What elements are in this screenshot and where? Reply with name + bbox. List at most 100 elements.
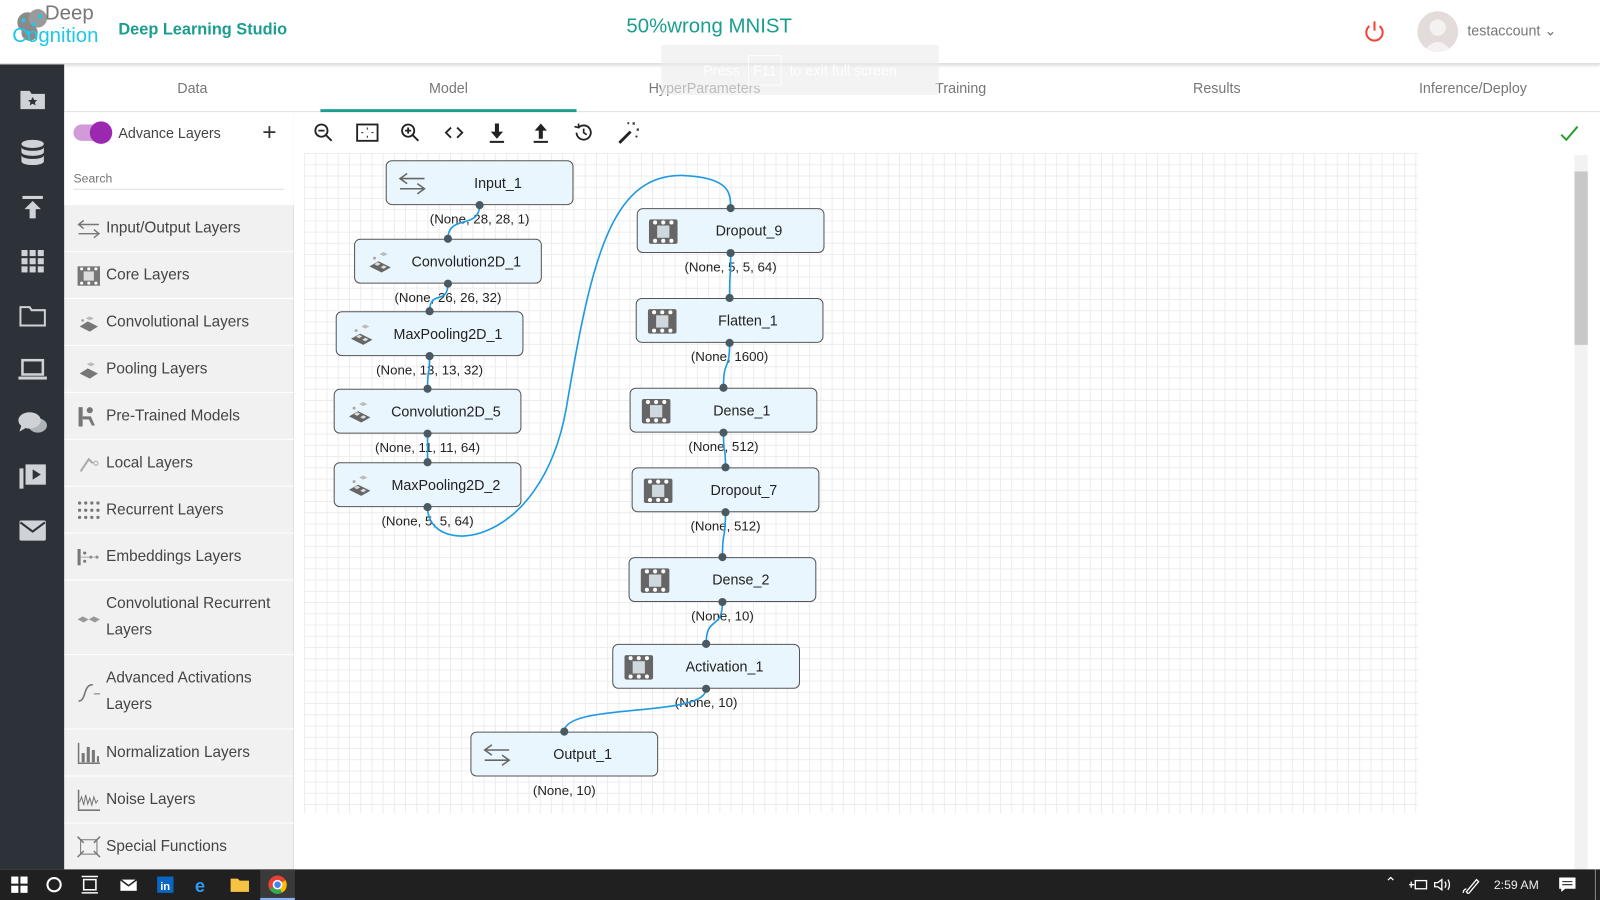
layer-category-local-layers[interactable]: Local Layers xyxy=(64,440,294,487)
tab-training[interactable]: Training xyxy=(935,79,987,96)
layer-node-label: Dropout_7 xyxy=(710,481,778,498)
toast-text: Press xyxy=(703,61,740,79)
output-shape-label: (None, 1600) xyxy=(690,348,769,365)
layer-node-input_1[interactable]: Input_1 xyxy=(385,160,574,206)
output-shape-label: (None, 26, 26, 32) xyxy=(394,289,502,306)
layer-node-convolution2d_5[interactable]: Convolution2D_5 xyxy=(333,388,522,434)
layer-node-flatten_1[interactable]: Flatten_1 xyxy=(635,297,824,343)
apps-grid-icon[interactable] xyxy=(17,247,48,276)
show-hidden-icons[interactable]: ⌃ xyxy=(1384,874,1397,891)
windows-taskbar: in e ⌃ 2:59 AM xyxy=(0,869,1600,900)
layer-category-label: Pre-Trained Models xyxy=(106,406,240,424)
layer-category-pre-trained-models[interactable]: Pre-Trained Models xyxy=(64,393,294,440)
layer-category-input-output-layers[interactable]: Input/Output Layers xyxy=(64,205,294,253)
output-shape-label: (None, 10) xyxy=(532,782,596,798)
layer-category-recurrent-layers[interactable]: Recurrent Layers xyxy=(64,487,294,534)
folder-icon[interactable] xyxy=(17,301,48,330)
tab-inference-deploy[interactable]: Inference/Deploy xyxy=(1418,79,1527,96)
download-icon[interactable] xyxy=(485,120,509,144)
layer-category-convolutional-recurrent-layers[interactable]: Convolutional Recurrent Layers xyxy=(64,581,294,656)
layer-category-label: Pooling Layers xyxy=(106,359,208,378)
layer-category-embeddings-layers[interactable]: Embeddings Layers xyxy=(64,534,294,581)
core-layer-icon xyxy=(77,265,100,286)
layer-search-input[interactable] xyxy=(73,167,284,190)
tab-results[interactable]: Results xyxy=(1193,79,1241,96)
convolution-icon xyxy=(351,324,373,345)
pretrained-icon xyxy=(78,406,95,427)
layer-node-activation_1[interactable]: Activation_1 xyxy=(612,643,800,689)
bar-chart-icon xyxy=(77,742,100,764)
layer-node-label: MaxPooling2D_2 xyxy=(391,476,501,493)
layer-category-convolutional-layers[interactable]: Convolutional Layers xyxy=(64,299,294,346)
layer-category-core-layers[interactable]: Core Layers xyxy=(64,252,294,299)
layer-category-special-functions[interactable]: Special Functions xyxy=(64,823,294,871)
canvas-toolbar xyxy=(294,112,1600,154)
windows-start-icon[interactable] xyxy=(9,876,29,894)
layer-category-advanced-activations-layers[interactable]: Advanced Activations Layers xyxy=(64,655,294,730)
chrome-taskbar-button[interactable] xyxy=(260,869,295,900)
task-view-icon[interactable] xyxy=(80,875,100,894)
zoom-out-icon[interactable] xyxy=(311,120,335,144)
layer-category-pooling-layers[interactable]: Pooling Layers xyxy=(64,346,294,393)
layer-category-noise-layers[interactable]: Noise Layers xyxy=(64,777,294,824)
history-icon[interactable] xyxy=(571,120,595,144)
layer-node-label: Dropout_9 xyxy=(715,222,783,239)
search-cortana-icon[interactable] xyxy=(44,876,64,894)
layer-node-dropout_9[interactable]: Dropout_9 xyxy=(636,208,825,254)
avatar[interactable] xyxy=(1417,11,1459,53)
output-shape-label: (None, 512) xyxy=(690,518,761,534)
database-icon[interactable] xyxy=(17,139,48,168)
layer-node-maxpooling2d_2[interactable]: MaxPooling2D_2 xyxy=(333,462,522,508)
tab-data[interactable]: Data xyxy=(177,79,208,96)
code-icon[interactable] xyxy=(442,120,466,144)
power-icon[interactable] xyxy=(1362,19,1386,43)
add-layer-button[interactable]: + xyxy=(262,118,277,146)
clock[interactable]: 2:59 AM xyxy=(1493,877,1539,892)
linkedin-icon[interactable]: in xyxy=(155,876,175,894)
layer-node-maxpooling2d_1[interactable]: MaxPooling2D_1 xyxy=(335,311,524,357)
app-name[interactable]: Deep Learning Studio xyxy=(118,21,288,39)
layer-node-output_1[interactable]: Output_1 xyxy=(470,731,659,777)
core-layer-icon xyxy=(640,568,670,593)
layer-category-label: Local Layers xyxy=(106,453,193,471)
chrome-icon xyxy=(268,875,287,894)
layer-node-convolution2d_1[interactable]: Convolution2D_1 xyxy=(354,238,542,284)
core-layer-icon xyxy=(648,219,678,244)
upload-deploy-icon[interactable] xyxy=(17,193,48,222)
recurrent-icon xyxy=(77,500,100,519)
output-shape-label: (None, 13, 13, 32) xyxy=(376,362,484,378)
layer-node-label: Convolution2D_1 xyxy=(411,253,522,270)
video-tutorial-icon[interactable] xyxy=(17,462,48,491)
advance-layers-toggle[interactable] xyxy=(73,121,113,144)
output-shape-label: (None, 5, 5, 64) xyxy=(684,259,777,275)
edge-browser-icon[interactable]: e xyxy=(192,876,212,894)
action-center-icon[interactable] xyxy=(1557,876,1577,894)
username-dropdown[interactable]: testaccount ⌄ xyxy=(1467,22,1556,39)
starred-folder-icon[interactable] xyxy=(17,85,48,114)
pen-workspace-icon[interactable] xyxy=(1460,876,1480,894)
layer-node-dense_1[interactable]: Dense_1 xyxy=(629,387,818,433)
mail-app-icon[interactable] xyxy=(118,876,138,894)
logo-text-deep: Deep xyxy=(44,2,94,25)
battery-charging-icon[interactable] xyxy=(1408,876,1428,894)
show-desktop-button[interactable] xyxy=(1594,869,1596,900)
magic-wand-icon[interactable] xyxy=(615,120,640,144)
layer-category-label: Advanced Activations Layers xyxy=(106,669,252,714)
file-explorer-icon[interactable] xyxy=(230,876,250,894)
layer-node-dense_2[interactable]: Dense_2 xyxy=(628,557,817,603)
upload-icon[interactable] xyxy=(529,120,553,144)
scrollbar-thumb[interactable] xyxy=(1574,171,1588,345)
fit-screen-icon[interactable] xyxy=(355,120,379,144)
layer-node-dropout_7[interactable]: Dropout_7 xyxy=(631,467,820,513)
embeddings-icon xyxy=(77,548,99,565)
volume-icon[interactable] xyxy=(1433,876,1453,894)
toast-text: to exit full screen xyxy=(789,61,897,79)
chat-icon[interactable] xyxy=(17,409,48,438)
laptop-icon[interactable] xyxy=(17,355,48,384)
layer-node-label: MaxPooling2D_1 xyxy=(393,325,503,342)
layer-category-normalization-layers[interactable]: Normalization Layers xyxy=(64,730,294,777)
tab-model[interactable]: Model xyxy=(320,64,577,113)
mail-icon[interactable] xyxy=(17,516,48,545)
logo-text-cognition: Cognition xyxy=(12,24,99,47)
zoom-in-icon[interactable] xyxy=(398,120,422,144)
